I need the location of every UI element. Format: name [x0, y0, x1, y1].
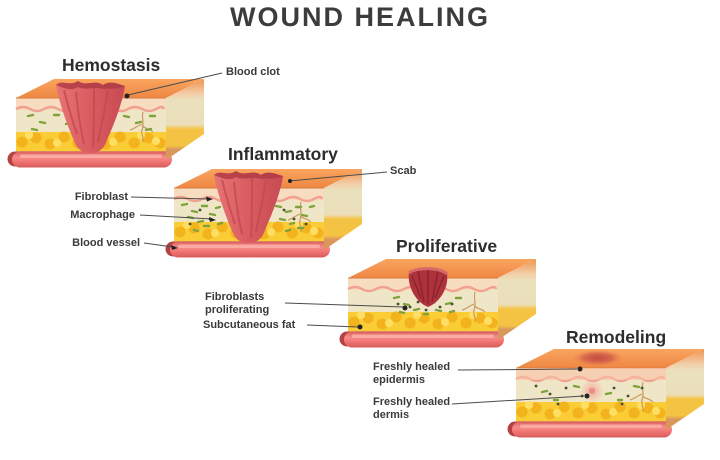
stage-proliferative-illustration [340, 259, 537, 348]
label-macrophage: Macrophage [70, 209, 135, 221]
label-blood-vessel: Blood vessel [72, 237, 140, 249]
label-fibroblasts-proliferating: Fibroblasts proliferating [205, 291, 270, 316]
label-subcutaneous-fat: Subcutaneous fat [203, 319, 296, 331]
label-scab: Scab [390, 165, 417, 177]
stage-title-remodeling: Remodeling [566, 327, 667, 347]
stage-title-hemostasis: Hemostasis [62, 55, 161, 75]
stage-hemostasis-illustration [8, 79, 205, 168]
stage-inflammatory-illustration [166, 169, 363, 258]
stage-title-proliferative: Proliferative [396, 236, 498, 256]
label-fibroblast: Fibroblast [74, 191, 128, 203]
label-freshly-healed-epidermis: Freshly healed epidermis [373, 361, 451, 386]
stage-title-inflammatory: Inflammatory [228, 144, 338, 164]
label-blood-clot: Blood clot [226, 66, 280, 78]
label-freshly-healed-dermis: Freshly healed dermis [373, 396, 451, 421]
stage-remodeling-illustration [508, 349, 705, 438]
page-title: WOUND HEALING [230, 2, 490, 32]
